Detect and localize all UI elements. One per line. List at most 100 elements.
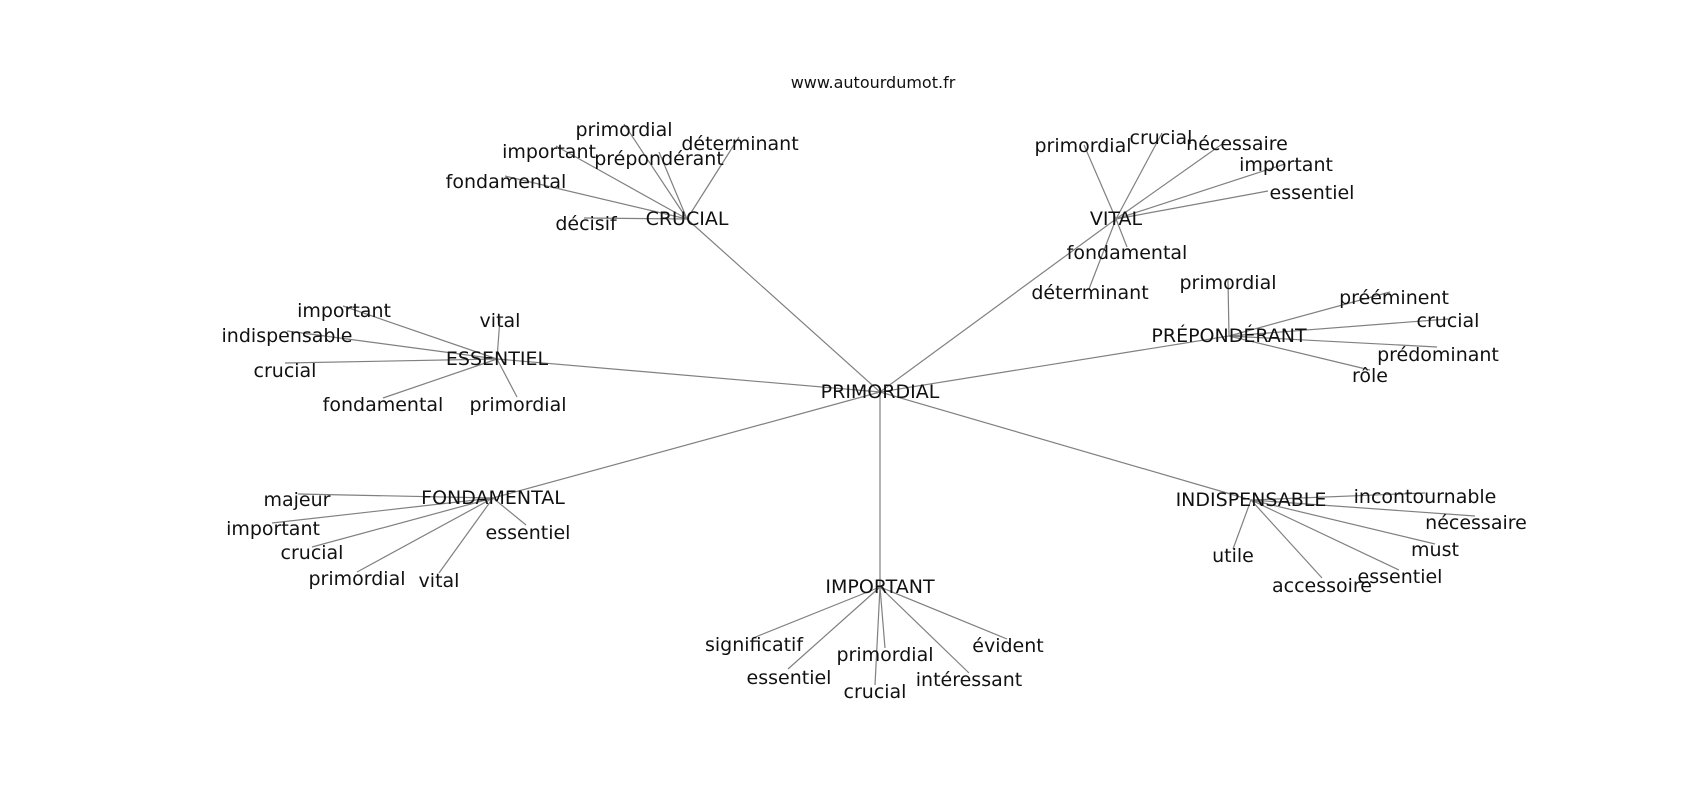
leaf-word-preponderant[interactable]: prééminent xyxy=(1339,287,1449,309)
edge-fondamental-leaf xyxy=(438,497,494,574)
leaf-word-indispensable[interactable]: essentiel xyxy=(1358,566,1443,588)
leaf-word-essentiel[interactable]: indispensable xyxy=(222,325,353,347)
leaf-word-vital[interactable]: fondamental xyxy=(1067,242,1188,264)
edge-preponderant-leaf xyxy=(1228,318,1449,337)
leaf-word-fondamental[interactable]: essentiel xyxy=(486,522,571,544)
leaf-word-important[interactable]: significatif xyxy=(705,634,804,656)
edge-important-leaf xyxy=(879,586,1008,640)
hub-word-indispensable[interactable]: INDISPENSABLE xyxy=(1176,489,1327,511)
edge-center-preponderant xyxy=(879,335,1230,393)
edge-essentiel-leaf xyxy=(286,330,498,360)
leaf-word-fondamental[interactable]: vital xyxy=(419,570,460,592)
leaf-word-preponderant[interactable]: primordial xyxy=(1179,272,1276,294)
edge-essentiel-leaf xyxy=(284,358,498,364)
edge-indispensable-leaf xyxy=(1232,499,1252,550)
leaf-word-crucial[interactable]: fondamental xyxy=(446,171,567,193)
edge-fondamental-leaf xyxy=(311,497,494,548)
edge-center-crucial xyxy=(686,218,881,393)
edge-fondamental-leaf xyxy=(492,497,527,526)
leaf-word-preponderant[interactable]: crucial xyxy=(1417,310,1480,332)
hub-word-essentiel[interactable]: ESSENTIEL xyxy=(446,348,549,370)
edge-fondamental-leaf xyxy=(297,493,494,499)
edge-vital-leaf xyxy=(1083,144,1117,220)
hub-word-vital[interactable]: VITAL xyxy=(1090,208,1143,230)
leaf-word-fondamental[interactable]: primordial xyxy=(308,568,405,590)
edge-important-leaf xyxy=(879,586,886,649)
edge-vital-leaf xyxy=(1115,141,1226,220)
leaf-word-vital[interactable]: essentiel xyxy=(1270,182,1355,204)
leaf-word-fondamental[interactable]: important xyxy=(226,518,320,540)
leaf-word-essentiel[interactable]: vital xyxy=(480,310,521,332)
center-word[interactable]: PRIMORDIAL xyxy=(821,381,940,403)
edge-vital-leaf xyxy=(1115,163,1286,220)
leaf-word-essentiel[interactable]: crucial xyxy=(254,360,317,382)
edge-important-leaf xyxy=(874,586,881,686)
edge-preponderant-leaf xyxy=(1227,279,1230,337)
edge-important-leaf xyxy=(879,586,970,674)
leaf-word-crucial[interactable]: déterminant xyxy=(681,133,798,155)
edge-important-leaf xyxy=(787,586,881,670)
edge-important-leaf xyxy=(752,586,881,639)
edge-crucial-leaf xyxy=(504,175,688,220)
leaf-word-vital[interactable]: primordial xyxy=(1034,135,1131,157)
leaf-word-vital[interactable]: important xyxy=(1239,154,1333,176)
hub-word-crucial[interactable]: CRUCIAL xyxy=(646,208,729,230)
edge-crucial-leaf xyxy=(623,123,688,220)
leaf-word-indispensable[interactable]: incontournable xyxy=(1354,486,1497,508)
leaf-word-crucial[interactable]: important xyxy=(502,141,596,163)
edge-fondamental-leaf xyxy=(271,497,494,524)
leaf-word-important[interactable]: crucial xyxy=(844,681,907,703)
edge-essentiel-leaf xyxy=(342,305,498,360)
leaf-word-vital[interactable]: nécessaire xyxy=(1186,133,1288,155)
leaf-word-crucial[interactable]: prépondérant xyxy=(594,148,724,170)
leaf-word-preponderant[interactable]: prédominant xyxy=(1377,344,1499,366)
edge-preponderant-leaf xyxy=(1228,335,1438,348)
leaf-word-important[interactable]: essentiel xyxy=(747,667,832,689)
edge-crucial-leaf xyxy=(583,217,688,220)
edge-indispensable-leaf xyxy=(1250,499,1476,517)
leaf-word-crucial[interactable]: primordial xyxy=(575,119,672,141)
leaf-word-indispensable[interactable]: accessoire xyxy=(1272,575,1372,597)
edge-crucial-leaf xyxy=(686,136,740,220)
hub-word-fondamental[interactable]: FONDAMENTAL xyxy=(421,487,565,509)
edge-fondamental-leaf xyxy=(356,497,494,573)
leaf-word-essentiel[interactable]: fondamental xyxy=(323,394,444,416)
edge-preponderant-leaf xyxy=(1228,291,1391,337)
leaf-word-important[interactable]: intéressant xyxy=(916,669,1022,691)
edge-vital-leaf xyxy=(1115,132,1163,220)
leaf-word-fondamental[interactable]: majeur xyxy=(264,489,331,511)
edge-center-vital xyxy=(879,218,1117,393)
leaf-word-indispensable[interactable]: utile xyxy=(1212,545,1254,567)
leaf-word-indispensable[interactable]: nécessaire xyxy=(1425,512,1527,534)
leaf-word-vital[interactable]: déterminant xyxy=(1031,282,1148,304)
edge-essentiel-leaf xyxy=(496,317,501,360)
site-url: www.autourdumot.fr xyxy=(791,73,956,92)
leaf-word-important[interactable]: évident xyxy=(972,635,1043,657)
edge-center-indispensable xyxy=(879,391,1252,501)
edge-center-essentiel xyxy=(496,358,881,393)
leaf-word-indispensable[interactable]: must xyxy=(1411,539,1459,561)
edges-layer xyxy=(271,123,1476,686)
edge-indispensable-leaf xyxy=(1250,499,1436,545)
edge-center-fondamental xyxy=(492,391,881,499)
edge-essentiel-leaf xyxy=(382,358,498,399)
edge-indispensable-leaf xyxy=(1250,499,1323,579)
leaf-word-important[interactable]: primordial xyxy=(836,644,933,666)
edge-indispensable-leaf xyxy=(1250,492,1426,501)
leaf-word-fondamental[interactable]: crucial xyxy=(281,542,344,564)
edge-vital-leaf xyxy=(1115,218,1128,248)
leaf-word-preponderant[interactable]: rôle xyxy=(1352,365,1388,387)
edge-essentiel-leaf xyxy=(496,358,518,398)
leaf-word-vital[interactable]: crucial xyxy=(1130,127,1193,149)
edge-indispensable-leaf xyxy=(1250,499,1400,571)
leaf-word-crucial[interactable]: décisif xyxy=(555,213,618,235)
leaf-word-essentiel[interactable]: primordial xyxy=(469,394,566,416)
edge-vital-leaf xyxy=(1115,190,1269,220)
edge-crucial-leaf xyxy=(555,145,688,220)
hub-word-important[interactable]: IMPORTANT xyxy=(825,576,935,598)
hub-word-preponderant[interactable]: PRÉPONDÉRANT xyxy=(1151,324,1307,347)
leaf-word-essentiel[interactable]: important xyxy=(297,300,391,322)
edge-crucial-leaf xyxy=(658,151,688,220)
